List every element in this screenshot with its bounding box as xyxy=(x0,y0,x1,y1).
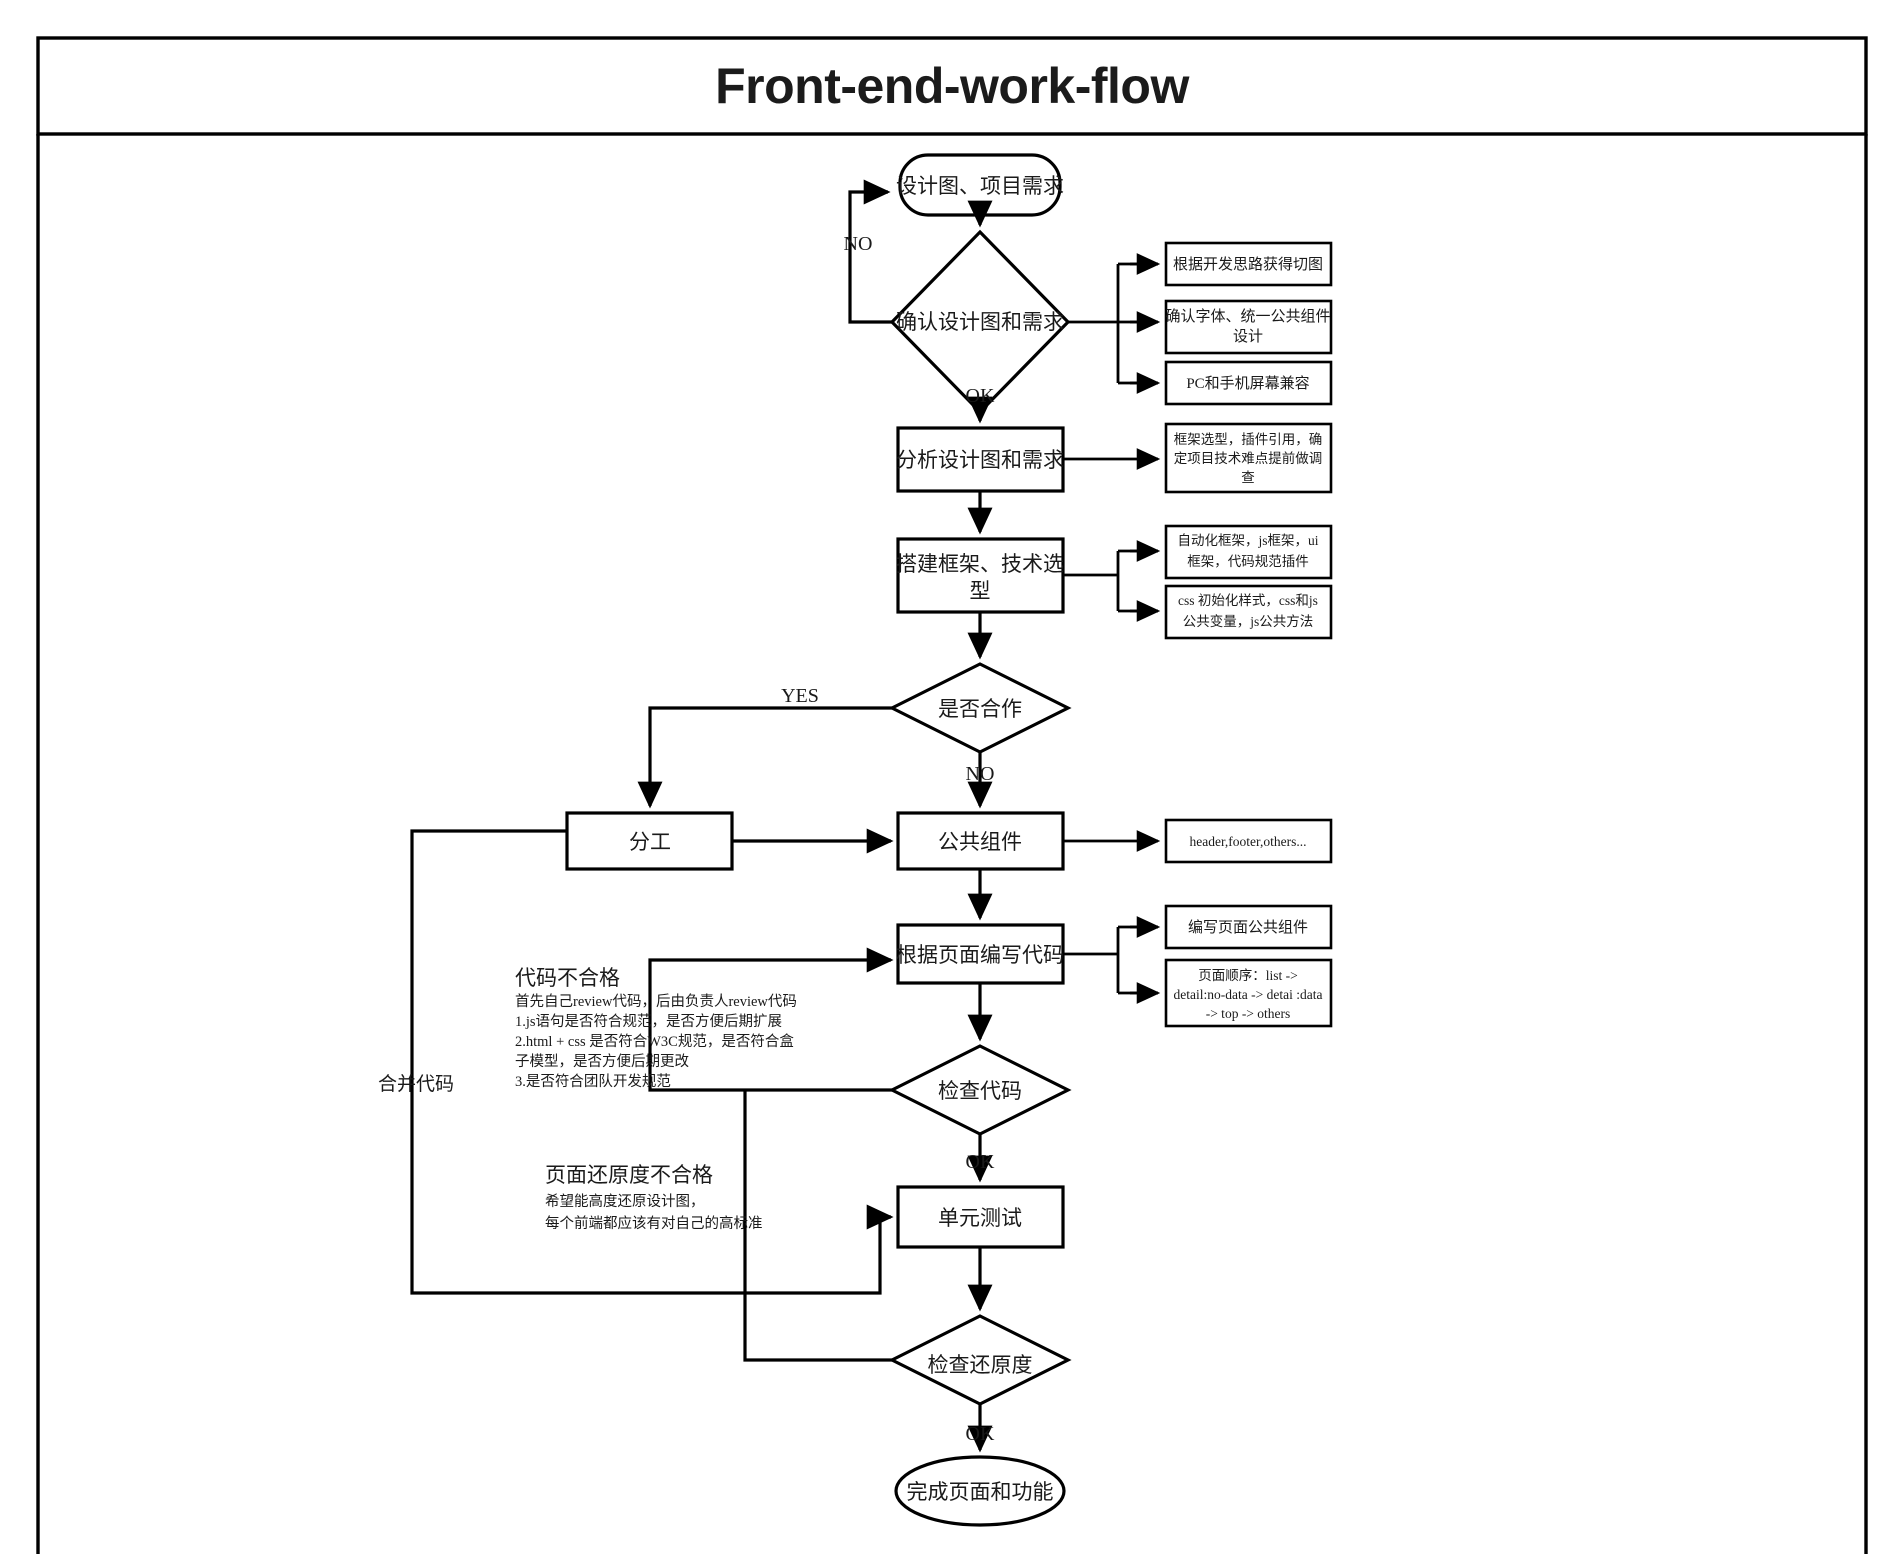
node-unit-test[interactable] xyxy=(896,1185,1065,1249)
annotation-9-line-3: -> top -> others xyxy=(1206,1006,1291,1021)
annotation-9-line-2: detail:no-data -> detai :data xyxy=(1174,987,1323,1002)
page-border xyxy=(36,134,1868,1554)
note-code-fail-line-1: 首先自己review代码，后由负责人review代码 xyxy=(515,993,797,1010)
edge-confirm-to-annotations xyxy=(1068,262,1158,385)
page-title: Front-end-work-flow xyxy=(715,58,1189,114)
edge-label-no-collab: NO xyxy=(966,763,995,785)
annotation-box-8[interactable] xyxy=(1164,904,1333,950)
annotation-box-1[interactable] xyxy=(1164,241,1333,287)
node-start-label: 设计图、项目需求 xyxy=(896,174,1064,198)
annotation-4-line-2: 定项目技术难点提前做调 xyxy=(1174,450,1323,466)
edge-collab-yes xyxy=(637,706,892,809)
edge-label-no-to-start: NO xyxy=(844,233,873,255)
edge-build-to-annotations xyxy=(1063,549,1158,613)
note-restore-fail-line-1: 希望能高度还原设计图， xyxy=(545,1193,705,1210)
annotation-8-line-1: 编写页面公共组件 xyxy=(1188,919,1308,936)
node-build-framework-label-line1: 搭建框架、技术选 xyxy=(896,552,1064,576)
node-check-code-label: 检查代码 xyxy=(938,1079,1022,1103)
note-code-fail-line-2: 1.js语句是否符合规范，是否方便后期扩展 xyxy=(515,1013,782,1030)
annotation-box-3[interactable] xyxy=(1164,360,1333,406)
note-code-fail-line-4: 子模型，是否方便后期更改 xyxy=(515,1053,689,1070)
edge-writecode-to-annotations xyxy=(1063,925,1158,995)
node-analyze[interactable] xyxy=(896,426,1065,493)
annotation-9-line-1: 页面顺序：list -> xyxy=(1198,968,1298,983)
note-code-fail-line-3: 2.html + css 是否符合W3C规范，是否符合盒 xyxy=(515,1033,794,1050)
note-merge-code: 合并代码 xyxy=(378,1073,454,1095)
note-restore-fail-line-2: 每个前端都应该有对自己的高标准 xyxy=(545,1214,763,1232)
note-restore-fail-heading: 页面还原度不合格 xyxy=(545,1163,713,1187)
edge-merge-code-loop xyxy=(410,829,894,1295)
annotation-box-9[interactable] xyxy=(1164,958,1333,1028)
node-build-framework-label-line2: 型 xyxy=(970,579,991,603)
annotation-1-line-1: 根据开发思路获得切图 xyxy=(1173,256,1323,273)
annotation-box-7[interactable] xyxy=(1164,818,1333,864)
node-write-code-label: 根据页面编写代码 xyxy=(896,943,1064,967)
annotation-5-line-1: 自动化框架，js框架，ui xyxy=(1177,533,1318,548)
annotation-4-line-1: 框架选型，插件引用，确 xyxy=(1174,432,1323,447)
annotation-4-line-3: 查 xyxy=(1241,470,1255,485)
annotation-box-6[interactable] xyxy=(1164,584,1333,640)
annotation-6-line-1: css 初始化样式，css和js xyxy=(1178,592,1318,608)
node-check-restore-label: 检查还原度 xyxy=(928,1353,1033,1377)
annotation-box-2[interactable] xyxy=(1164,299,1333,355)
annotation-5-line-2: 框架，代码规范插件 xyxy=(1187,554,1309,569)
edge-checkcode-fail-loop xyxy=(648,947,894,1092)
edge-label-ok-confirm: OK xyxy=(966,385,995,407)
annotation-2-line-2: 设计 xyxy=(1233,328,1263,345)
node-build-framework[interactable] xyxy=(896,537,1065,614)
edge-confirm-no-loop xyxy=(848,179,892,324)
node-is-collaboration-label: 是否合作 xyxy=(938,697,1022,721)
annotation-box-4[interactable] xyxy=(1164,422,1333,494)
node-finish-label: 完成页面和功能 xyxy=(907,1480,1054,1504)
annotation-7-line-1: header,footer,others... xyxy=(1190,834,1307,849)
node-common-components-label: 公共组件 xyxy=(938,830,1022,854)
annotation-6-line-2: 公共变量，js公共方法 xyxy=(1183,614,1314,629)
annotation-3-line-1: PC和手机屏幕兼容 xyxy=(1186,375,1309,392)
edge-label-yes-collab: YES xyxy=(781,685,819,707)
note-code-fail-line-5: 3.是否符合团队开发规范 xyxy=(515,1073,671,1090)
node-confirm-design-label: 确认设计图和需求 xyxy=(896,310,1064,334)
edge-checkrestore-fail-loop xyxy=(743,1090,892,1362)
edge-label-ok-check-restore: OK xyxy=(966,1423,995,1445)
node-unit-test-label: 单元测试 xyxy=(938,1206,1022,1230)
node-finish[interactable] xyxy=(894,1455,1066,1527)
annotation-2-line-1: 确认字体、统一公共组件 xyxy=(1165,308,1330,325)
node-division-of-labor[interactable] xyxy=(565,811,734,871)
annotation-box-5[interactable] xyxy=(1164,524,1333,580)
note-code-fail-heading: 代码不合格 xyxy=(515,966,620,990)
node-division-of-labor-label: 分工 xyxy=(629,830,671,854)
title-frame xyxy=(36,36,1868,136)
node-analyze-label: 分析设计图和需求 xyxy=(896,448,1064,472)
edge-label-ok-check-code: OK xyxy=(966,1151,995,1173)
